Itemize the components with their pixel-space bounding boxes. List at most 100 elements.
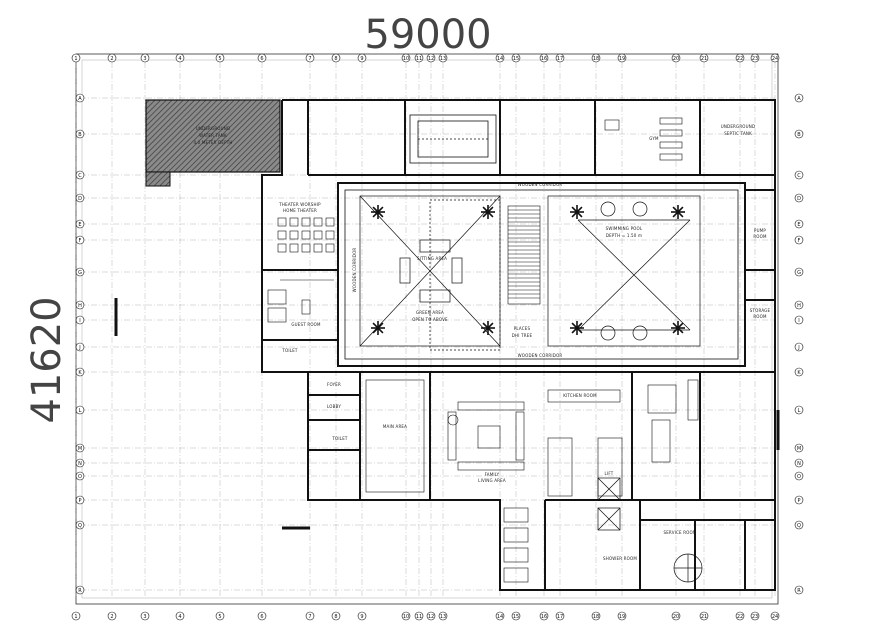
grid-row-label: J: [78, 345, 80, 351]
grid-column-label: 9: [360, 614, 363, 620]
theater-seat: [325, 230, 335, 240]
grid-column-label: 4: [178, 614, 181, 620]
lift-label: LIFT: [605, 471, 614, 476]
grid-bubble: [699, 611, 709, 621]
grid-column-label: 22: [737, 614, 743, 620]
grid-bubble: [75, 342, 85, 352]
north-pool: [409, 114, 497, 164]
grid-bubble: [495, 611, 505, 621]
theater-seat: [325, 243, 335, 253]
water-tank-label-3: 4.0 METER DEPTH: [193, 140, 232, 145]
grid-bubble: [107, 611, 117, 621]
grid-bubble: [75, 170, 85, 180]
grid-bubble: [794, 367, 804, 377]
south-corridor-label: WOODEN CORRIDOR: [518, 353, 563, 358]
grid-lines: [75, 62, 776, 596]
grid-row-label: Q: [797, 523, 801, 529]
grid-bubble: [794, 471, 804, 481]
grid-row-label: H: [78, 303, 82, 309]
grid-column-label: 7: [308, 614, 311, 620]
grid-bubble: [511, 53, 521, 63]
grid-column-label: 10: [403, 56, 409, 62]
grid-column-label: 19: [619, 614, 625, 620]
grid-bubble: [735, 53, 745, 63]
grid-bubble: [175, 53, 185, 63]
grid-column-label: 21: [701, 614, 707, 620]
grid-column-label: 11: [416, 614, 422, 620]
central-stair: [507, 205, 541, 305]
grid-bubble: [794, 443, 804, 453]
grid-bubble: [75, 471, 85, 481]
lift-core: [597, 477, 703, 583]
grid-bubble: [75, 300, 85, 310]
grid-bubble: [555, 611, 565, 621]
main-area: [365, 379, 425, 493]
grid-row-label: L: [79, 408, 82, 414]
grid-column-label: 17: [557, 614, 563, 620]
palm-trees: [371, 205, 685, 335]
grid-bubble: [401, 611, 411, 621]
grid-bubble: [75, 267, 85, 277]
green-area-label: GREEN AREA: [416, 310, 444, 315]
theater-seat: [277, 243, 287, 253]
water-tank-area: [145, 99, 281, 173]
grid-column-label: 24: [772, 56, 778, 62]
grid-column-label: 5: [218, 614, 221, 620]
dining-furniture: [647, 379, 699, 463]
grid-column-label: 5: [218, 56, 221, 62]
overall-height-dimension: 41620: [24, 296, 70, 423]
theater-seat: [289, 230, 299, 240]
shower-room-label: SHOWER ROOM: [603, 556, 637, 561]
grid-bubble: [426, 611, 436, 621]
grid-column-label: 1: [74, 614, 77, 620]
grid-bubble: [75, 367, 85, 377]
grid-row-label: F: [79, 238, 82, 244]
grid-bubble: [794, 458, 804, 468]
palm-tree-icon: [570, 321, 584, 335]
theater-seat: [313, 230, 323, 240]
kitchen-label: KITCHEN ROOM: [563, 393, 597, 398]
theater-seat: [289, 217, 299, 227]
grid-column-label: 7: [308, 56, 311, 62]
grid-bubble: [699, 53, 709, 63]
grid-row-label: C: [78, 173, 82, 179]
grid-bubble: [591, 611, 601, 621]
grid-column-label: 24: [772, 614, 778, 620]
grid-column-label: 15: [513, 56, 519, 62]
grid-row-label: G: [797, 270, 801, 276]
parking-bays: [503, 507, 529, 583]
grid-column-label: 23: [752, 614, 758, 620]
theater-seats: [277, 217, 335, 253]
grid-bubble: [305, 611, 315, 621]
grid-bubble: [794, 93, 804, 103]
grid-row-label: O: [797, 474, 801, 480]
gym-equipment: [604, 117, 683, 161]
parking-bay: [503, 547, 529, 563]
grid-bubble: [735, 611, 745, 621]
grid-bubble: [331, 53, 341, 63]
grid-bubble: [794, 520, 804, 530]
grid-bubble: [671, 53, 681, 63]
pool-label: SWIMMING POOL: [606, 226, 643, 231]
grid-bubble: [794, 405, 804, 415]
grid-column-label: 15: [513, 614, 519, 620]
grid-row-label: I: [798, 318, 799, 324]
grid-bubble: [539, 53, 549, 63]
grid-row-label: O: [78, 474, 82, 480]
grid-row-label: C: [797, 173, 801, 179]
grid-column-label: 16: [541, 56, 547, 62]
family-living-furniture: [447, 389, 623, 497]
grid-column-label: 3: [143, 614, 146, 620]
building-walls: [261, 99, 776, 591]
grid-column-label: 3: [143, 56, 146, 62]
grid-column-label: 21: [701, 56, 707, 62]
theater-seat: [313, 243, 323, 253]
grid-bubble: [215, 611, 225, 621]
grid-column-label: 19: [619, 56, 625, 62]
grid-row-label: B: [797, 132, 801, 138]
grid-bubble: [426, 53, 436, 63]
dhi-tree-label: DHI TREE: [512, 333, 533, 338]
grid-bubble: [794, 585, 804, 595]
grid-row-label: K: [78, 370, 82, 376]
